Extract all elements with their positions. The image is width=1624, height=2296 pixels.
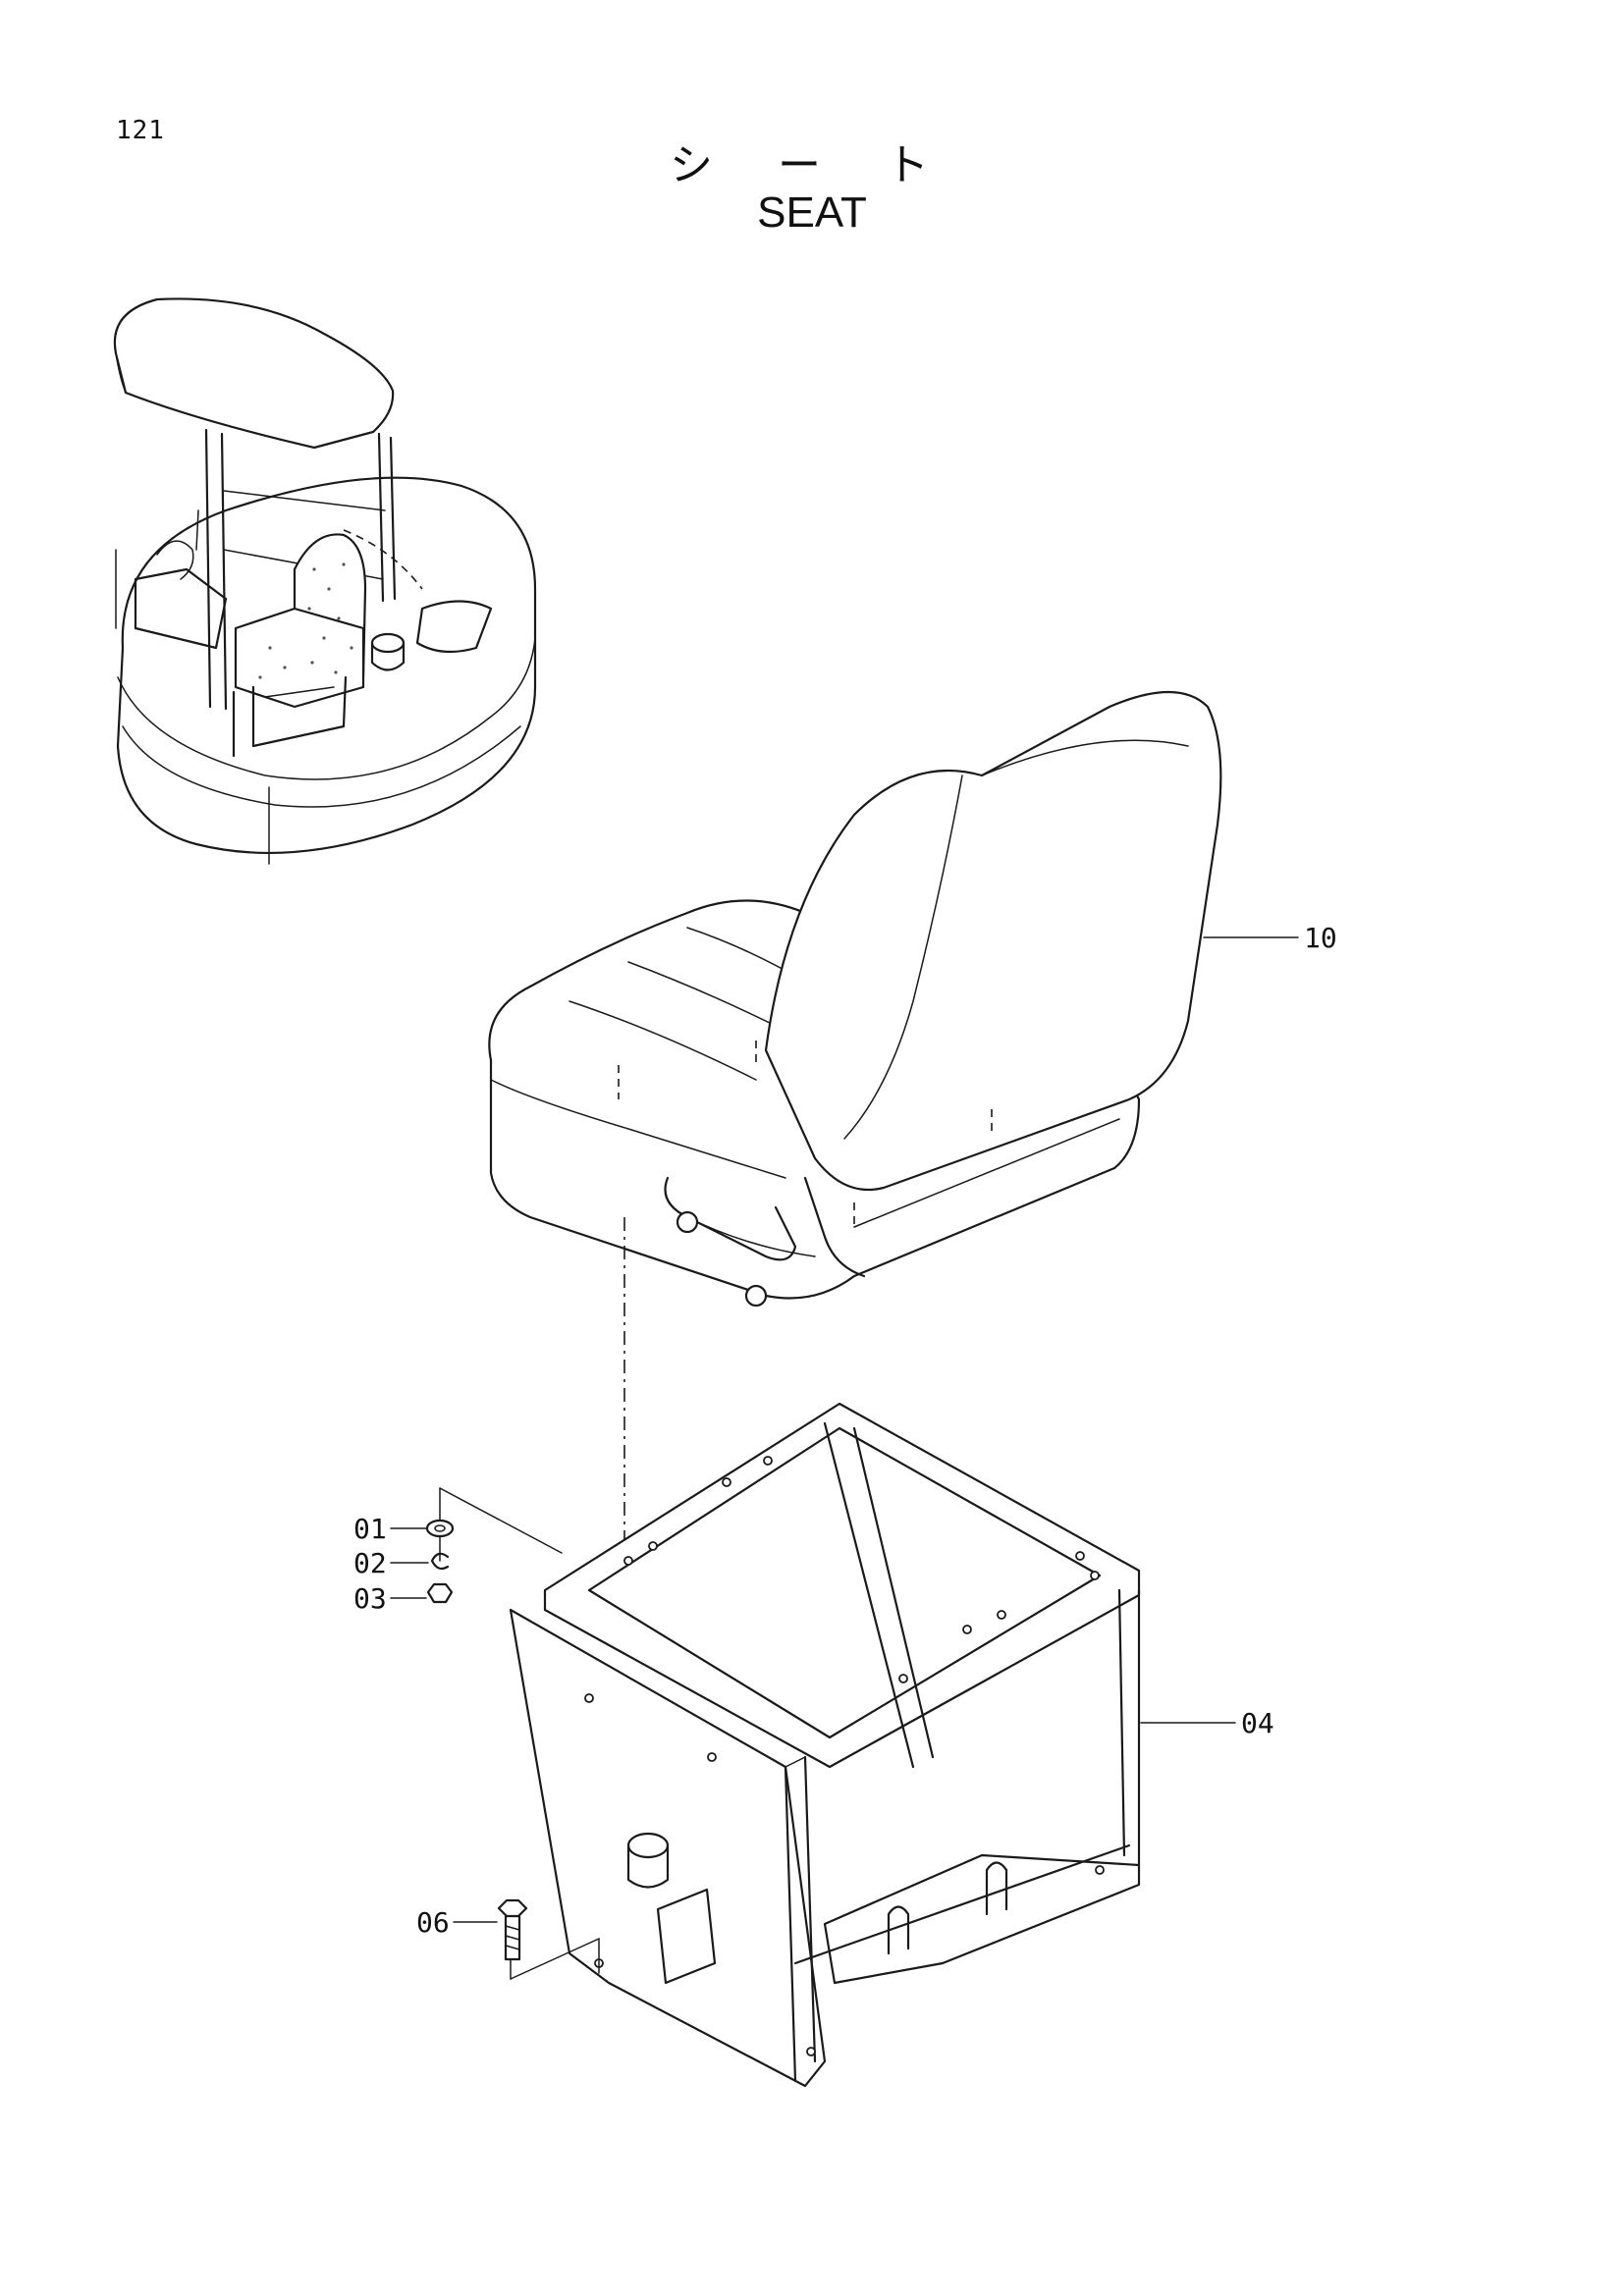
title-japanese: シ ー ト (670, 140, 954, 190)
callout-01: 01 (353, 1513, 387, 1545)
nut-part-03 (426, 1582, 454, 1604)
callout-10: 10 (1304, 922, 1337, 954)
spring-washer-part-02 (430, 1552, 450, 1571)
callout-06: 06 (416, 1906, 450, 1939)
callout-04: 04 (1241, 1707, 1274, 1739)
seat-stand-frame-part-04: 04 (509, 1402, 1274, 2088)
callout-03: 03 (353, 1582, 387, 1615)
title-english: SEAT (757, 188, 867, 237)
machine-overview-illustration (113, 297, 537, 865)
page-number: 121 (116, 116, 165, 145)
washer-part-01 (425, 1519, 455, 1538)
fastener-stack: 01 02 03 (353, 1487, 563, 1615)
seat-assembly-part-10: 10 (488, 691, 1337, 1308)
callout-02: 02 (353, 1547, 387, 1579)
bolt-part-06: 06 (416, 1898, 600, 1980)
